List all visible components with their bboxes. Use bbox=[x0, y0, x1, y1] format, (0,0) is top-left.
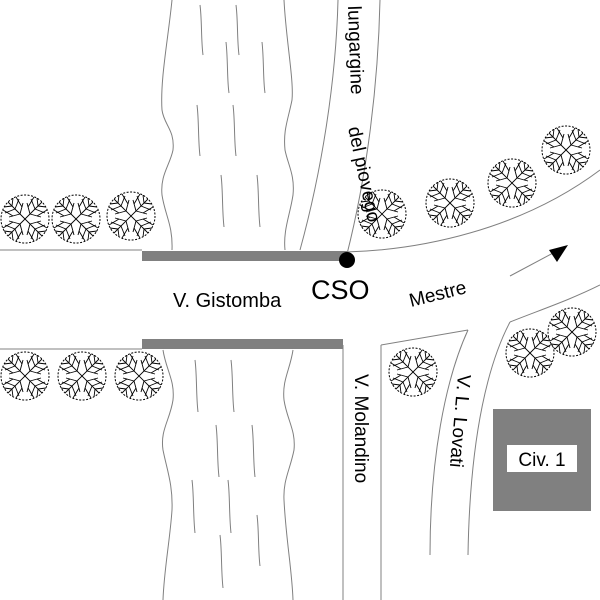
mestre-road-upper-edge bbox=[345, 169, 600, 253]
tree-icon bbox=[425, 178, 475, 228]
tree-icon bbox=[547, 307, 597, 357]
tree-icon bbox=[57, 351, 107, 401]
direction-arrow-icon bbox=[509, 245, 568, 277]
building-civ-1[interactable]: Civ. 1 bbox=[493, 409, 591, 511]
direction-label-mestre: Mestre bbox=[407, 277, 468, 311]
street-label-lungargine: lungargine bbox=[343, 5, 367, 94]
lovati-road-right-edge bbox=[467, 321, 511, 556]
canal bbox=[161, 0, 295, 600]
lungargine-road-right-edge bbox=[345, 0, 381, 259]
lovati-road-left-edge bbox=[429, 329, 469, 556]
lovati-road-top-edge bbox=[380, 329, 469, 346]
tree-icon bbox=[51, 194, 101, 244]
tree-icon bbox=[505, 328, 555, 378]
tree-icon bbox=[541, 125, 591, 175]
mestre-road-lower-edge bbox=[509, 284, 600, 323]
cso-marker[interactable] bbox=[339, 252, 355, 268]
trees bbox=[0, 125, 597, 401]
canal-bank-upper-left bbox=[161, 0, 174, 251]
water-ripples bbox=[191, 4, 266, 589]
bridge-bar-upper bbox=[142, 251, 347, 261]
tree-icon bbox=[106, 191, 156, 241]
cso-label: CSO bbox=[311, 275, 370, 305]
canal-bank-lower-left bbox=[161, 349, 174, 600]
tree-icon bbox=[0, 351, 50, 401]
bridge-bar-lower bbox=[142, 339, 343, 349]
lungargine-road-left-edge bbox=[299, 0, 339, 251]
street-label-del-piovego: del piovego bbox=[343, 125, 384, 224]
tree-icon bbox=[0, 194, 50, 244]
tree-icon bbox=[487, 158, 537, 208]
street-label-gistomba: V. Gistomba bbox=[173, 290, 282, 312]
tree-icon bbox=[388, 347, 438, 397]
street-label-molandino: V. Molandino bbox=[350, 374, 371, 483]
street-label-lovati: V. L. Lovati bbox=[445, 374, 474, 469]
canal-bank-lower-right bbox=[283, 349, 295, 600]
canal-bank-upper-right bbox=[283, 0, 294, 251]
tree-icon bbox=[114, 351, 164, 401]
building-label: Civ. 1 bbox=[518, 450, 565, 471]
